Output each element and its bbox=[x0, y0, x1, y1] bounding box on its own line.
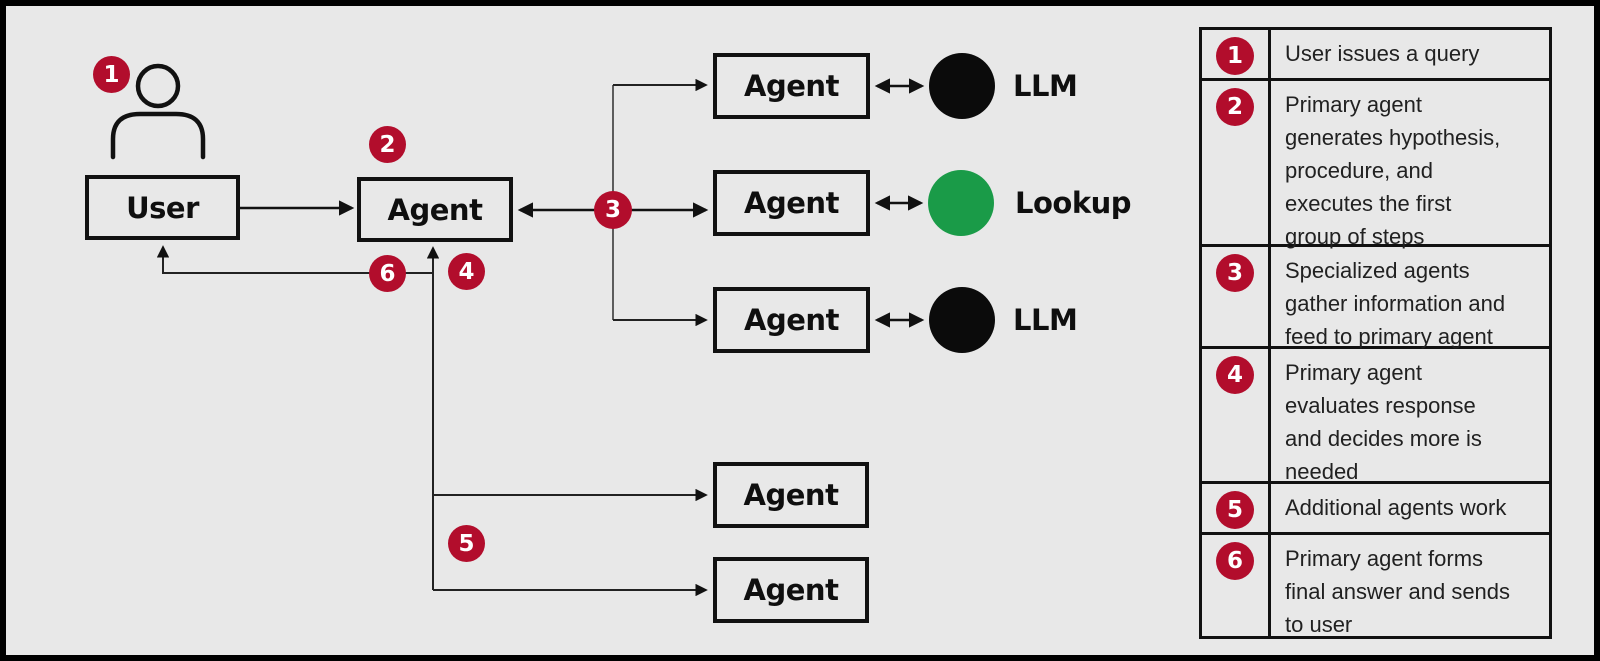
legend-text-6: Primary agent forms final answer and sen… bbox=[1285, 546, 1511, 637]
specialized-agent-box-3: Agent bbox=[713, 287, 870, 353]
legend-text-1: User issues a query bbox=[1285, 41, 1480, 66]
legend-table: 1 User issues a query 2 Primary agent ge… bbox=[1199, 27, 1552, 639]
llm-circle-bottom bbox=[929, 287, 995, 353]
legend-badge-4: 4 bbox=[1216, 356, 1254, 394]
legend-row-5: 5 Additional agents work bbox=[1202, 481, 1549, 532]
arrow-return-to-user bbox=[156, 245, 433, 274]
step-badge-2: 2 bbox=[369, 126, 406, 163]
legend-badge-2: 2 bbox=[1216, 88, 1254, 126]
legend-num-cell-6: 6 bbox=[1202, 535, 1271, 636]
legend-badge-5: 5 bbox=[1216, 491, 1254, 529]
llm-label-top: LLM bbox=[1013, 69, 1078, 103]
legend-num-cell-1: 1 bbox=[1202, 30, 1271, 78]
step-badge-4: 4 bbox=[448, 253, 485, 290]
additional-agent-box-2: Agent bbox=[713, 557, 869, 623]
step-badge-5: 5 bbox=[448, 525, 485, 562]
legend-text-5: Additional agents work bbox=[1285, 495, 1507, 520]
legend-badge-3: 3 bbox=[1216, 254, 1254, 292]
legend-row-1: 1 User issues a query bbox=[1202, 30, 1549, 78]
legend-row-2: 2 Primary agent generates hypothesis, pr… bbox=[1202, 78, 1549, 249]
llm-label-bottom: LLM bbox=[1013, 303, 1078, 337]
lookup-circle bbox=[928, 170, 994, 236]
legend-badge-1: 1 bbox=[1216, 37, 1254, 75]
specialized-agent-box-1: Agent bbox=[713, 53, 870, 119]
step-badge-6: 6 bbox=[369, 255, 406, 292]
user-box: User bbox=[85, 175, 240, 240]
legend-row-4: 4 Primary agent evaluates response and d… bbox=[1202, 346, 1549, 484]
legend-row-3: 3 Specialized agents gather information … bbox=[1202, 244, 1549, 349]
legend-text-2: Primary agent generates hypothesis, proc… bbox=[1285, 92, 1501, 249]
lookup-label: Lookup bbox=[1015, 186, 1132, 220]
specialized-agent-box-2: Agent bbox=[713, 170, 870, 236]
legend-row-6: 6 Primary agent forms final answer and s… bbox=[1202, 532, 1549, 637]
legend-num-cell-2: 2 bbox=[1202, 81, 1271, 244]
legend-badge-6: 6 bbox=[1216, 542, 1254, 580]
legend-num-cell-5: 5 bbox=[1202, 484, 1271, 532]
additional-agent-box-1: Agent bbox=[713, 462, 869, 528]
primary-agent-box: Agent bbox=[357, 177, 513, 242]
llm-circle-top bbox=[929, 53, 995, 119]
step-badge-1: 1 bbox=[93, 56, 130, 93]
legend-num-cell-3: 3 bbox=[1202, 247, 1271, 346]
person-icon bbox=[110, 63, 206, 160]
legend-text-4: Primary agent evaluates response and dec… bbox=[1285, 360, 1482, 484]
legend-text-3: Specialized agents gather information an… bbox=[1285, 258, 1506, 349]
step-badge-3: 3 bbox=[594, 191, 632, 229]
legend-num-cell-4: 4 bbox=[1202, 349, 1271, 481]
